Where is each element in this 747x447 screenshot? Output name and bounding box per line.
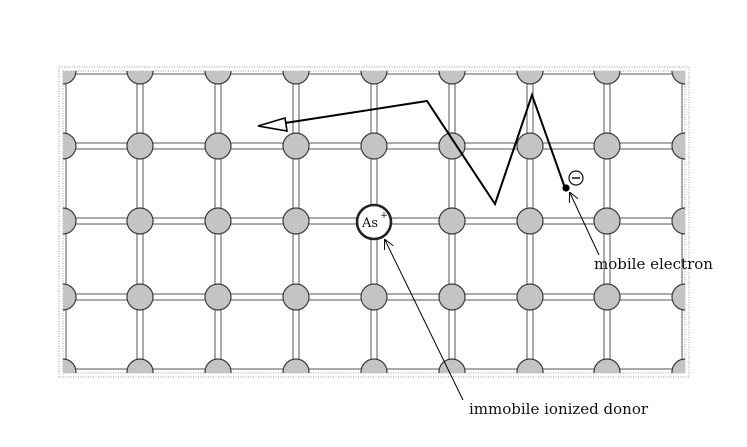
silicon-atom [593,132,621,160]
donor-charge: + [380,211,388,221]
immobile-ionized-donor-label: immobile ionized donor [469,400,649,418]
silicon-atom [671,132,685,160]
silicon-atom [126,207,154,235]
silicon-atom [204,283,232,311]
silicon-atom [516,358,544,373]
silicon-atom [671,207,685,235]
silicon-atom [282,132,310,160]
frame-outer [58,66,690,378]
silicon-atom [63,132,77,160]
silicon-atom [593,71,621,85]
silicon-atom [63,283,77,311]
mobile-electron [562,170,584,192]
donor-label: As [361,216,378,231]
silicon-atom [516,207,544,235]
silicon-atom [63,207,77,235]
silicon-atom [438,207,466,235]
silicon-atom [282,207,310,235]
silicon-atom [438,283,466,311]
silicon-atom [671,358,685,373]
silicon-atom [360,358,388,373]
silicon-atom [282,283,310,311]
silicon-atom [282,71,310,85]
silicon-atom [204,207,232,235]
silicon-atom [593,283,621,311]
silicon-atom [63,358,77,373]
mobile-electron-label: mobile electron [594,255,713,273]
silicon-atom [360,71,388,85]
silicon-atom [204,358,232,373]
silicon-atom [671,283,685,311]
silicon-atom [438,132,466,160]
silicon-atom [360,132,388,160]
silicon-atom [360,283,388,311]
donor-leader-line [385,240,464,401]
silicon-atom [204,71,232,85]
silicon-atom [516,71,544,85]
arsenic-donor-ion: As + [355,203,393,241]
electron-path [284,91,566,207]
silicon-atom [63,71,77,85]
electron-leader-line [570,193,600,256]
silicon-atom [438,358,466,373]
silicon-atom [438,71,466,85]
silicon-atom [282,358,310,373]
silicon-atom [126,71,154,85]
silicon-atom [516,283,544,311]
silicon-atom [126,132,154,160]
silicon-atom [126,358,154,373]
silicon-atom [671,71,685,85]
silicon-atom [516,132,544,160]
silicon-atom [126,283,154,311]
crystal-lattice [63,71,685,373]
silicon-atom [593,358,621,373]
silicon-atom [204,132,232,160]
path-arrowhead [257,116,288,132]
silicon-atom [593,207,621,235]
